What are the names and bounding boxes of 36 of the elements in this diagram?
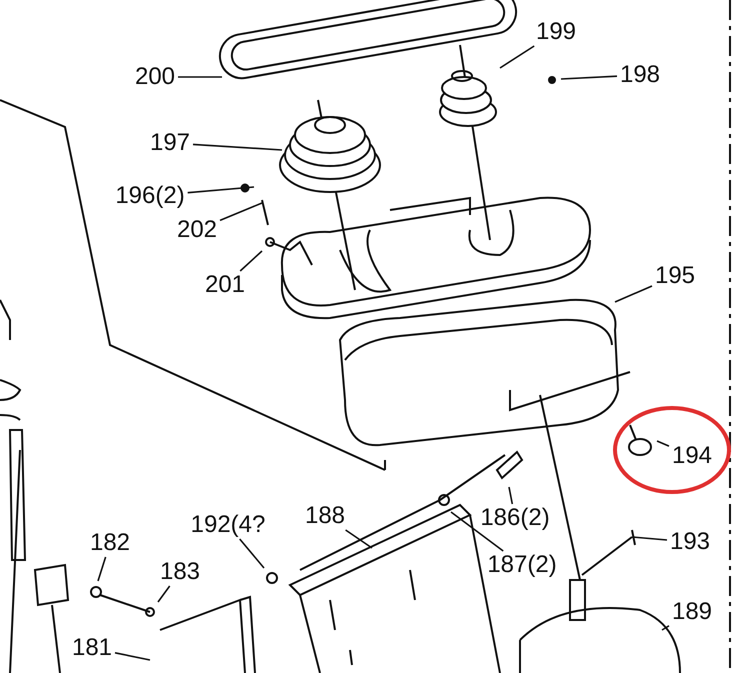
callout-number: 181	[72, 635, 112, 661]
callout-number: 187(2)	[487, 552, 557, 578]
callout-number: 188	[304, 503, 346, 529]
callout-number: 192(4?	[190, 512, 266, 538]
leader-line	[220, 202, 262, 222]
callout-number: 182	[90, 530, 130, 556]
leader-line	[662, 625, 670, 631]
callout-number: 198	[620, 62, 660, 88]
leader-line	[178, 76, 222, 78]
leader-line	[560, 75, 618, 80]
callout-number: 189	[672, 599, 712, 625]
callout-number: 194	[672, 443, 712, 469]
callout-number: 186(2)	[480, 505, 550, 531]
leader-line	[157, 586, 170, 602]
callout-number: 193	[670, 529, 710, 555]
leader-line	[188, 186, 254, 194]
leader-line	[500, 45, 535, 69]
callout-number: 201	[204, 272, 246, 298]
leader-line	[614, 285, 652, 303]
leader-line	[114, 652, 150, 661]
leader-line	[192, 144, 282, 151]
callout-number: 196(2)	[115, 183, 185, 209]
leader-line	[450, 511, 504, 552]
leader-line	[240, 250, 263, 272]
leader-line	[632, 536, 668, 541]
callout-number: 195	[654, 263, 696, 289]
callout-number: 183	[160, 559, 200, 585]
callout-number: 197	[150, 130, 190, 156]
leader-line	[239, 538, 265, 569]
callout-number: 200	[134, 64, 176, 90]
callout-number: 202	[176, 217, 218, 243]
leader-line	[345, 529, 372, 549]
leader-line	[97, 556, 106, 582]
leader-line	[508, 486, 514, 504]
leader-line	[656, 440, 670, 447]
callout-number: 199	[536, 19, 576, 45]
